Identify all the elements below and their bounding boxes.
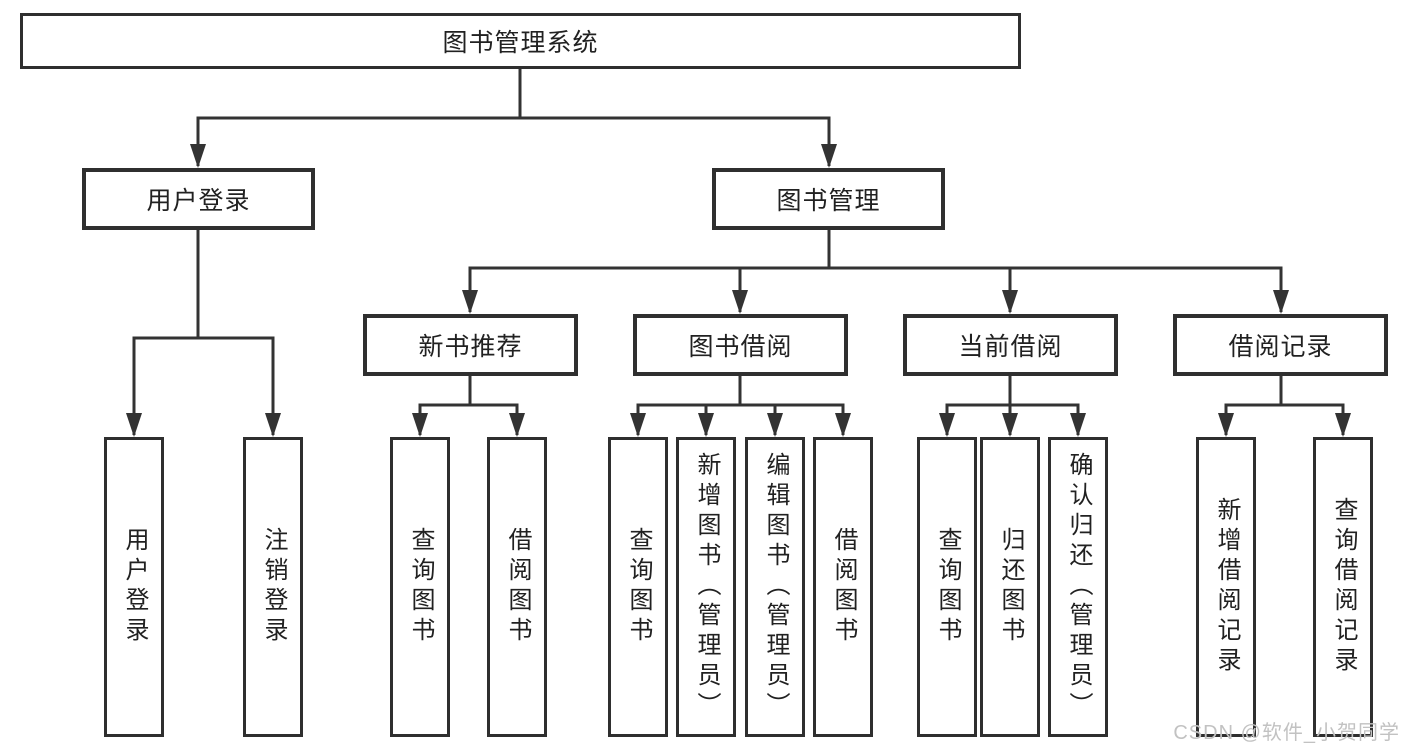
leaf-query-borrow-record: 查询借阅记录 <box>1313 437 1373 737</box>
edge-user-login-children <box>132 229 275 435</box>
arrowhead <box>835 413 851 437</box>
node-current-borrow: 当前借阅 <box>903 314 1118 376</box>
node-label: 当前借阅 <box>958 333 1063 361</box>
node-label: 图书借阅 <box>688 333 793 361</box>
leaf-add-books-admin: 新增图书（管理员） <box>676 437 736 737</box>
node-label: 确认归还（管理员） <box>1065 452 1092 722</box>
leaf-confirm-return-admin: 确认归还（管理员） <box>1048 437 1108 737</box>
node-label: 用户登录 <box>121 527 148 647</box>
edge-root-to-level2 <box>196 66 831 166</box>
arrowhead <box>1002 290 1018 314</box>
arrowhead <box>939 413 955 437</box>
tree-edges <box>132 66 1345 435</box>
arrowheads <box>126 144 1351 437</box>
node-book-borrow: 图书借阅 <box>633 314 848 376</box>
node-new-book-recommend: 新书推荐 <box>363 314 578 376</box>
arrowhead <box>630 413 646 437</box>
node-label: 用户登录 <box>146 187 251 215</box>
node-label: 借阅图书 <box>504 527 531 647</box>
node-library-system: 图书管理系统 <box>20 13 1021 69</box>
node-label: 图书管理系统 <box>442 29 599 57</box>
node-user-login: 用户登录 <box>82 168 315 230</box>
leaf-add-borrow-record: 新增借阅记录 <box>1196 437 1256 737</box>
edge-book-mgmt-children <box>468 229 1283 312</box>
edge-book-borrow-leaves <box>636 376 845 435</box>
arrowhead <box>1273 290 1289 314</box>
node-label: 注销登录 <box>260 527 287 647</box>
arrowhead <box>1218 413 1234 437</box>
node-label: 查询图书 <box>625 527 652 647</box>
arrowhead <box>126 413 142 437</box>
node-label: 新增图书（管理员） <box>693 452 720 722</box>
leaf-return-books: 归还图书 <box>980 437 1040 737</box>
node-label: 图书管理 <box>776 187 881 215</box>
node-label: 查询借阅记录 <box>1330 497 1357 677</box>
arrowhead <box>698 413 714 437</box>
node-book-management: 图书管理 <box>712 168 945 230</box>
arrowhead <box>509 413 525 437</box>
arrowhead <box>732 290 748 314</box>
leaf-borrow-books-recommend: 借阅图书 <box>487 437 547 737</box>
node-label: 新书推荐 <box>418 333 523 361</box>
arrowhead <box>1070 413 1086 437</box>
leaf-query-books-recommend: 查询图书 <box>390 437 450 737</box>
arrowhead <box>190 144 206 168</box>
node-label: 编辑图书（管理员） <box>762 452 789 722</box>
leaf-logout: 注销登录 <box>243 437 303 737</box>
node-label: 借阅记录 <box>1228 333 1333 361</box>
leaf-edit-books-admin: 编辑图书（管理员） <box>745 437 805 737</box>
edge-borrow-record-leaves <box>1224 376 1345 435</box>
csdn-watermark: CSDN @软件_小贺同学 <box>1173 722 1400 744</box>
node-label: 新增借阅记录 <box>1213 497 1240 677</box>
node-label: 查询图书 <box>934 527 961 647</box>
arrowhead <box>1335 413 1351 437</box>
edge-new-book-leaves <box>418 376 519 435</box>
node-label: 归还图书 <box>997 527 1024 647</box>
node-label: 查询图书 <box>407 527 434 647</box>
leaf-borrow-books: 借阅图书 <box>813 437 873 737</box>
arrowhead <box>1002 413 1018 437</box>
leaf-user-login: 用户登录 <box>104 437 164 737</box>
node-label: 借阅图书 <box>830 527 857 647</box>
node-borrow-record: 借阅记录 <box>1173 314 1388 376</box>
arrowhead <box>265 413 281 437</box>
arrowhead <box>821 144 837 168</box>
leaf-query-books-borrow: 查询图书 <box>608 437 668 737</box>
leaf-query-books-current: 查询图书 <box>917 437 977 737</box>
arrowhead <box>412 413 428 437</box>
arrowhead <box>462 290 478 314</box>
arrowhead <box>767 413 783 437</box>
